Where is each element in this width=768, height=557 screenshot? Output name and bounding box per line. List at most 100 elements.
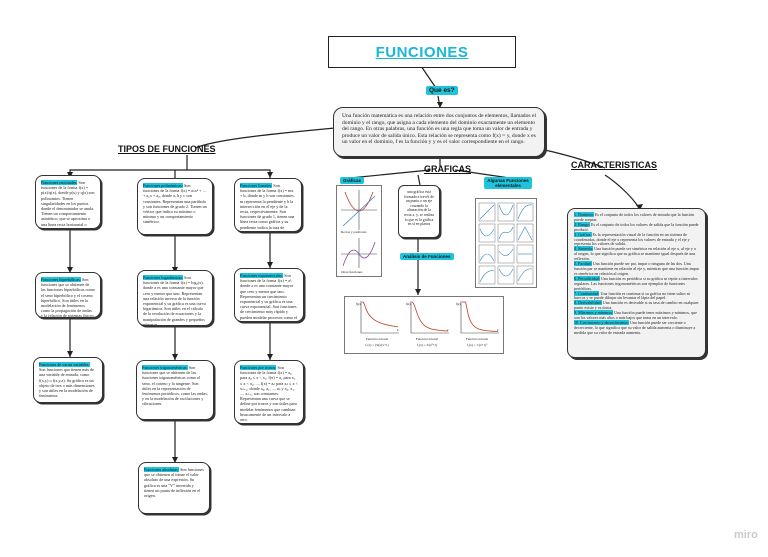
graficas-title: GRAFICAS (424, 164, 471, 174)
tag-hiperbolicas: Funciones hiperbólicas: (41, 277, 81, 282)
plot-2-name: Función racional (415, 337, 439, 341)
caracteristica-item: 9. Máximos y mínimos: Una función puede … (574, 310, 699, 321)
card-lineales: Funciones lineales: Son funciones de la … (234, 178, 302, 232)
caracteristica-tag: 5. Paridad: (574, 261, 592, 267)
plot-x-label: x (497, 328, 499, 332)
panel-rectas-parabolas: Rectas y parábolas Otras funciones (336, 185, 382, 277)
card-hiperbolicas: Funciones hiperbólicas: Son funciones qu… (35, 272, 101, 318)
plot-axes (410, 301, 449, 334)
caracteristica-tag: 6. Periodicidad: (574, 275, 600, 281)
panel-funciones-elementales (475, 198, 537, 288)
tag-trigonometricas: Funciones trigonométricas: (142, 365, 188, 370)
plot-curve (462, 301, 499, 332)
title-box: FUNCIONES (328, 36, 516, 68)
plot-1-name: Función racional (365, 337, 389, 341)
tag-logaritmicas: Funciones logarítmicas: (143, 275, 184, 280)
plot-axes (460, 301, 499, 334)
card-racionales: Funciones racionales: Son funciones de l… (35, 175, 101, 229)
label-rectas: Rectas y parábolas (341, 230, 367, 234)
caracteristica-text: Una función es continua si su gráfica no… (574, 290, 690, 301)
text-exponenciales: Son funciones de la forma f(x) = aˣ, don… (240, 273, 297, 321)
funciones-elementales-grid (478, 202, 534, 285)
caracteristica-tag: 3. Gráfica: (574, 231, 592, 237)
text-trozos: Son funciones de la forma f(x) = a₀ para… (240, 365, 298, 423)
caracteristica-item: 6. Periodicidad: Una función es periódic… (574, 275, 699, 292)
tag-graficas: Gráficas (340, 177, 365, 184)
plot-2-formula: f₂(x) = 3/(x²+1) (416, 343, 438, 347)
plot-y-label: f(x) (406, 302, 411, 306)
card-logaritmicas: Funciones logarítmicas: Son funciones de… (137, 270, 213, 326)
definition-text: Una función matemática es una relación e… (342, 113, 537, 146)
caracteristica-text: Una función puede ser simétrica en relac… (574, 246, 696, 262)
plot-curve (362, 301, 399, 328)
tag-algunas-funciones: Algunas Funciones elementales (484, 177, 532, 189)
tag-absolutas: Funciones absolutas: (144, 467, 180, 472)
card-trigonometricas: Funciones trigonométricas: Son funciones… (136, 360, 214, 420)
caracteristica-item: 5. Paridad: Una función puede ser par, i… (574, 261, 699, 277)
plot-1-formula: f₁(x) = (3x)/(x+1) (365, 343, 389, 347)
plot-3-formula: f₃(x) = 1/(x+1)³ (466, 343, 488, 347)
analysis-plot-1: f(x)x (356, 301, 399, 334)
card-varias-variables: Funciones de varias variables: Son funci… (33, 357, 103, 403)
definition-card: Una función matemática es una relación e… (333, 107, 545, 157)
graficas-caption-card: una gráfica está formada a través de un … (398, 185, 440, 238)
miro-logo: miro (734, 529, 758, 541)
caracteristica-item: 8. Derivabilidad: Una función es derivab… (574, 300, 699, 311)
text-lineales: Son funciones de la forma f(x) = mx + b,… (240, 183, 295, 231)
plot-3-name: Función racional (465, 337, 489, 341)
tag-racionales: Funciones racionales: (41, 180, 78, 185)
analysis-plot-2: f(x) x (406, 301, 449, 334)
tag-exponenciales: Funciones exponenciales: (240, 273, 284, 278)
text-varias-variables: Son funciones que tienen más de una vari… (39, 367, 95, 399)
caracteristica-text: Una función es derivable si su tasa de c… (574, 300, 699, 311)
tipos-title: TIPOS DE FUNCIONES (118, 144, 216, 154)
caracteristica-tag: 7. Continuidad: (574, 290, 600, 296)
text-absolutas: Son funciones que se obtienen al tomar e… (144, 467, 204, 499)
caracteristica-item: 2. Rango: Es el conjunto de todos los va… (574, 221, 699, 233)
caracteristica-tag: 1. Dominio: (574, 212, 594, 217)
que-es-label: Que es? (426, 86, 458, 95)
caracteristica-text: Una función puede ser creciente o decrec… (574, 319, 696, 335)
plot-y-label: f(x) (356, 302, 361, 306)
rectas-parabolas-plot (341, 190, 377, 268)
caracteristica-tag: 10. Crecimiento y decrecimiento: (574, 319, 629, 325)
tag-varias-variables: Funciones de varias variables: (39, 362, 90, 367)
caracteristica-tag: 2. Rango: (574, 221, 590, 227)
caracteristica-item: 4. Simetría: Una función puede ser simét… (574, 246, 699, 262)
caracteristicas-title: CARACTERISTICAS (571, 160, 658, 170)
text-racionales: Son funciones de la forma f(x) = p(x)/q(… (41, 180, 95, 228)
caracteristica-text: Una función es periódica si su gráfica s… (574, 275, 698, 291)
tag-lineales: Funciones lineales: (240, 183, 273, 188)
tag-polinomicas: Funciones polinómicas: (143, 183, 183, 188)
caracteristica-text: Una función puede ser par, impar o ningu… (574, 261, 699, 276)
text-polinomicas: Son funciones de la forma f(x) = aₙxⁿ + … (143, 183, 207, 225)
analysis-plots-svg: f(x)xf(x)xf(x)x (356, 301, 499, 334)
card-absolutas: Funciones absolutas: Son funciones que s… (138, 462, 210, 514)
plot-x-label: x (447, 328, 449, 332)
caracteristica-text: Es el conjunto de todos los valores de s… (574, 221, 699, 232)
plot-y-label: f(x) (456, 302, 461, 306)
analysis-plot-3: f(x) x (456, 301, 499, 334)
caracteristica-item: 7. Continuidad: Una función es continua … (574, 290, 699, 302)
caracteristica-item: 3. Gráfica: Es la representación visual … (574, 231, 699, 248)
plot-axes (360, 301, 399, 334)
label-otras: Otras funciones (341, 270, 363, 274)
caracteristica-item: 1. Dominio: Es el conjunto de todos los … (574, 212, 699, 223)
caracteristica-tag: 9. Máximos y mínimos: (574, 310, 614, 316)
caracteristica-item: 10. Crecimiento y decrecimiento: Una fun… (574, 319, 699, 336)
page-title: FUNCIONES (375, 43, 469, 61)
card-exponenciales: Funciones exponenciales: Son funciones d… (234, 268, 304, 322)
caracteristica-tag: 8. Derivabilidad: (574, 300, 602, 306)
caracteristica-text: Es la representación visual de la funció… (574, 231, 690, 247)
caracteristica-text: Una función puede tener máximos y mínimo… (574, 310, 697, 321)
plot-curve (411, 301, 448, 332)
tag-analisis: Análisis de Funciones (400, 253, 454, 260)
caracteristicas-card: 1. Dominio: Es el conjunto de todos los … (567, 208, 706, 358)
caracteristica-text: Es el conjunto de todos los valores de e… (574, 212, 695, 222)
card-trozos: Funciones por trozos: Son funciones de l… (234, 360, 304, 424)
graficas-caption: una gráfica está formada a través de un … (404, 190, 434, 227)
caracteristica-tag: 4. Simetría: (574, 246, 594, 252)
card-polinomicas: Funciones polinómicas: Son funciones de … (137, 178, 213, 235)
